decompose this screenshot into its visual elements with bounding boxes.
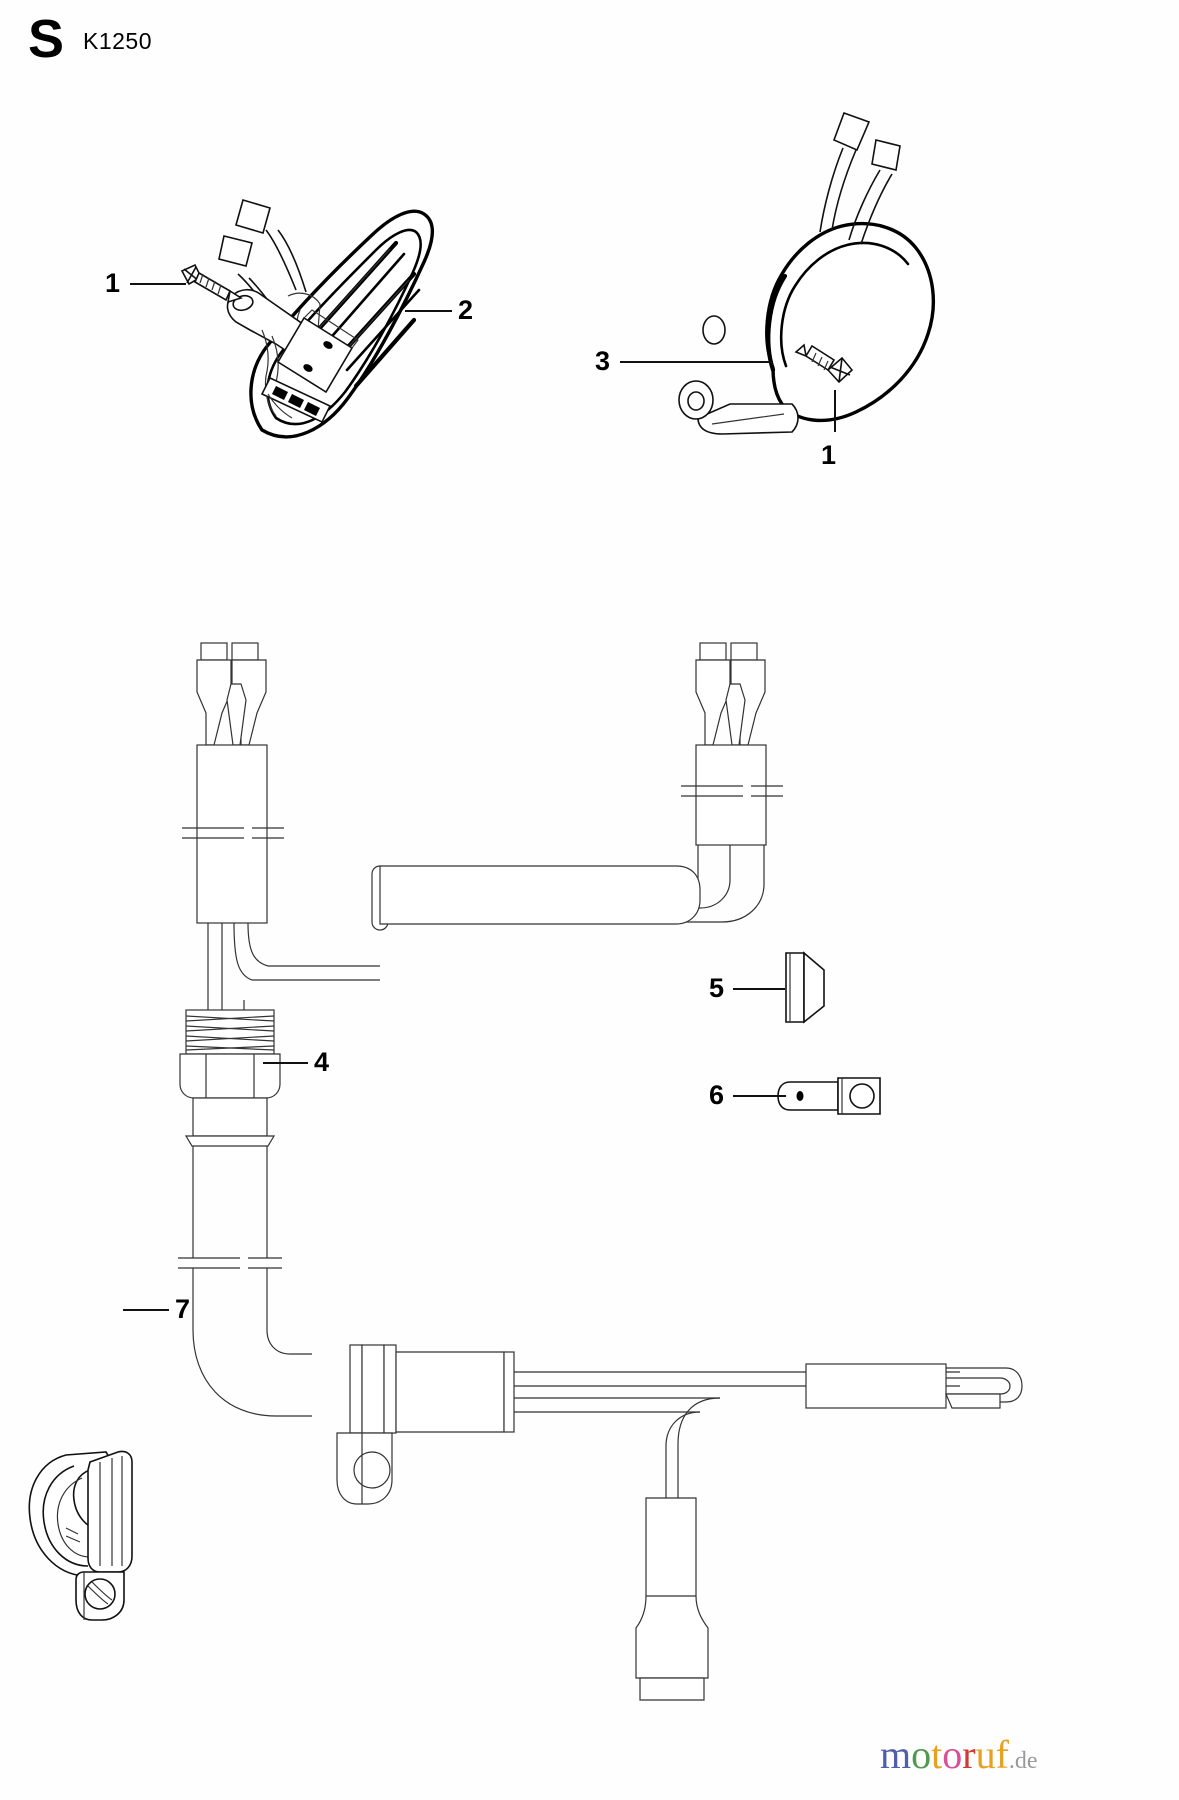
lower-cable-assembly (336, 1344, 1023, 1701)
watermark-letter: o (911, 1732, 932, 1777)
leader-line-1 (834, 390, 836, 432)
part-7-p-clamp (28, 1450, 133, 1621)
watermark-letter: f (995, 1732, 1009, 1777)
callout-number-6: 6 (709, 1080, 725, 1110)
part-2-handle-switch-assembly (218, 199, 434, 439)
callout-number-1: 1 (821, 440, 837, 470)
callout-number-3: 3 (595, 346, 611, 376)
part-1-screw-left (180, 263, 243, 304)
watermark-letter: u (975, 1732, 996, 1777)
section-letter: S (28, 9, 65, 69)
model-number: K1250 (83, 28, 153, 54)
leader-line-6 (733, 1095, 786, 1097)
watermark-letter: m (880, 1732, 912, 1777)
watermark-motoruf: motoruf.de (880, 1735, 1038, 1775)
callout-number-5: 5 (709, 973, 725, 1003)
part-6-ring-terminal (777, 1077, 881, 1115)
leader-line-2 (405, 310, 452, 312)
leader-line-7 (123, 1309, 169, 1311)
cable-gland (179, 1009, 281, 1147)
part-4-cable-harness (178, 642, 783, 1417)
callout-number-1: 1 (105, 268, 121, 298)
leader-line-1 (130, 283, 186, 285)
part-1-screw-right (794, 343, 854, 384)
callout-number-2: 2 (458, 295, 474, 325)
leader-line-4 (263, 1062, 308, 1064)
callout-number-7: 7 (175, 1294, 191, 1324)
callout-number-4: 4 (314, 1047, 330, 1077)
watermark-letter: r (962, 1732, 976, 1777)
part-3-cover-housing (678, 111, 935, 435)
watermark-letter: t (931, 1732, 943, 1777)
part-5-grommet-wedge (785, 951, 825, 1024)
watermark-letter: o (942, 1732, 963, 1777)
watermark-suffix: .de (1008, 1748, 1038, 1774)
leader-line-3 (620, 361, 772, 363)
leader-line-5 (733, 988, 785, 990)
